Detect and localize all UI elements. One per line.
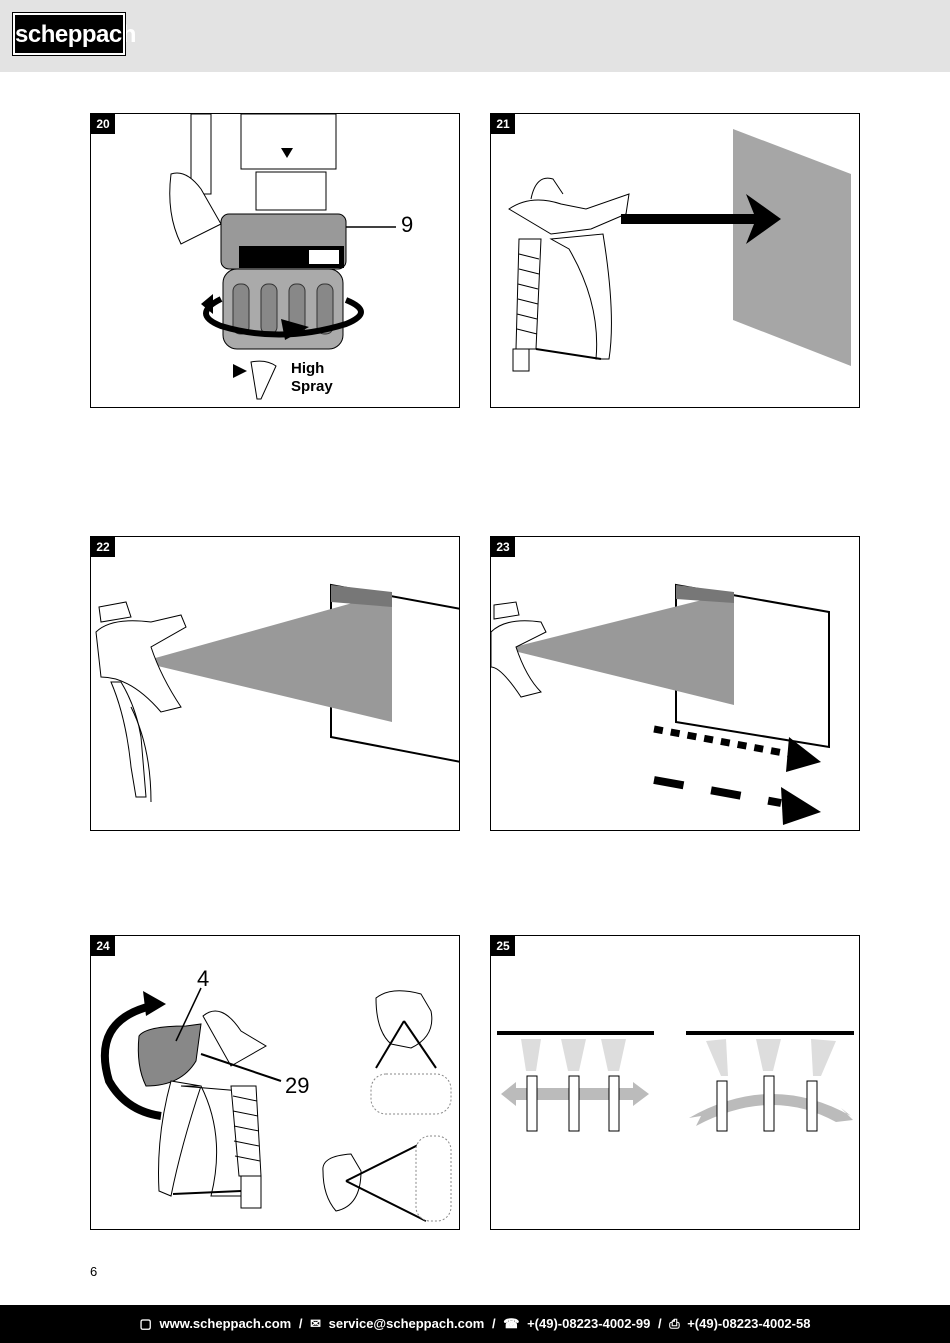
figure-number: 25 — [491, 936, 515, 956]
figure-20: 20 9 High Spray — [90, 113, 460, 408]
figure-22-illustration — [95, 583, 459, 803]
callout-label: 9 — [401, 212, 414, 237]
footer-fax: +(49)-08223-4002-58 — [687, 1316, 811, 1331]
callout-label: 29 — [285, 1073, 310, 1098]
spray-mode-line-1: High — [291, 360, 325, 377]
phone-icon: ☎ — [503, 1316, 520, 1331]
figure-25-illustration — [497, 1031, 854, 1132]
figure-21-illustration — [508, 129, 851, 372]
page-footer: ▢ www.scheppach.com / ✉ service@scheppac… — [0, 1305, 950, 1343]
figure-25: 25 — [490, 935, 860, 1230]
figure-24-illustration — [100, 987, 452, 1222]
figure-number: 21 — [491, 114, 515, 134]
figure-20-illustration — [169, 114, 396, 400]
footer-separator: / — [492, 1316, 496, 1331]
figure-number: 23 — [491, 537, 515, 557]
figure-23-illustration — [491, 583, 830, 825]
footer-email[interactable]: service@scheppach.com — [328, 1316, 485, 1331]
figure-24: 24 4 29 — [90, 935, 460, 1230]
figure-21: 21 — [490, 113, 860, 408]
fax-icon: ⎙ — [669, 1316, 680, 1331]
mail-icon: ✉ — [310, 1316, 321, 1331]
figure-number: 24 — [91, 936, 115, 956]
figure-23: 23 — [490, 536, 860, 831]
figure-number: 20 — [91, 114, 115, 134]
computer-icon: ▢ — [139, 1316, 152, 1331]
footer-separator: / — [657, 1316, 662, 1331]
footer-website[interactable]: www.scheppach.com — [159, 1316, 292, 1331]
spray-mode-line-2: Spray — [291, 378, 333, 395]
page-header: scheppach — [0, 0, 950, 72]
brand-logo: scheppach — [12, 12, 136, 56]
footer-phone: +(49)-08223-4002-99 — [527, 1316, 651, 1331]
page-number: 6 — [90, 1264, 98, 1279]
footer-separator: / — [298, 1316, 303, 1331]
callout-label: 4 — [197, 966, 210, 991]
spray-mode-label: High Spray — [291, 360, 333, 396]
figure-22: 22 — [90, 536, 460, 831]
figure-number: 22 — [91, 537, 115, 557]
